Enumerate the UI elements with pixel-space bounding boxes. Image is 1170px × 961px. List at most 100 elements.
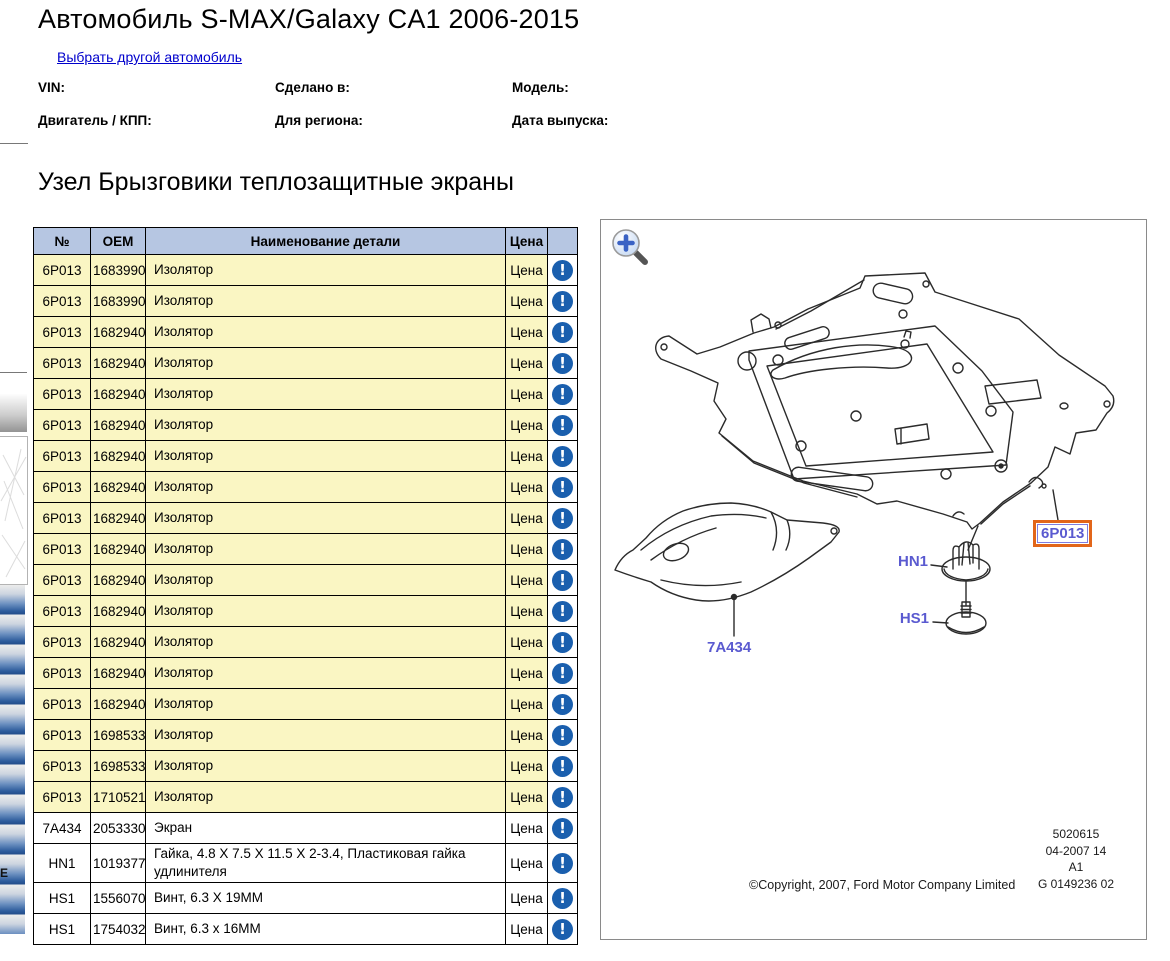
price-info-icon[interactable]: !	[552, 852, 573, 874]
price-info-icon[interactable]: !	[552, 383, 573, 405]
info-cell: !	[547, 719, 578, 751]
copyright-notice: ©Copyright, 2007, Ford Motor Company Lim…	[749, 878, 1016, 892]
part-name-cell: Изолятор	[145, 285, 506, 317]
price-info-icon[interactable]: !	[552, 569, 573, 591]
price-link[interactable]: Цена	[505, 378, 548, 410]
oem-number-cell: 1698533	[90, 719, 146, 751]
price-link[interactable]: Цена	[505, 750, 548, 782]
price-info-icon[interactable]: !	[552, 918, 573, 940]
price-info-icon[interactable]: !	[552, 600, 573, 622]
oem-number-cell: 1682940	[90, 595, 146, 627]
price-info-icon[interactable]: !	[552, 662, 573, 684]
price-link[interactable]: Цена	[505, 781, 548, 813]
price-link[interactable]: Цена	[505, 688, 548, 720]
price-info-icon[interactable]: !	[552, 755, 573, 777]
table-row: HS1 1754032 Винт, 6.3 x 16MM Цена !	[33, 913, 578, 946]
info-cell: !	[547, 595, 578, 627]
table-row: 6P013 1682940 Изолятор Цена !	[33, 471, 578, 503]
price-link[interactable]: Цена	[505, 913, 548, 946]
price-link[interactable]: Цена	[505, 626, 548, 658]
price-info-icon[interactable]: !	[552, 631, 573, 653]
part-name-cell: Экран	[145, 812, 506, 844]
table-row: 6P013 1682940 Изолятор Цена !	[33, 409, 578, 441]
price-link[interactable]: Цена	[505, 595, 548, 627]
col-header-oem: OEM	[90, 227, 146, 255]
price-link[interactable]: Цена	[505, 719, 548, 751]
col-header-name: Наименование детали	[145, 227, 506, 255]
info-cell: !	[547, 882, 578, 915]
table-row: 6P013 1682940 Изолятор Цена !	[33, 502, 578, 534]
engine-gearbox-label: Двигатель / КПП:	[38, 113, 152, 128]
oem-number-cell: 1683990	[90, 285, 146, 317]
table-row: 6P013 1682940 Изолятор Цена !	[33, 595, 578, 627]
price-link[interactable]: Цена	[505, 502, 548, 534]
info-cell: !	[547, 409, 578, 441]
price-link[interactable]: Цена	[505, 285, 548, 317]
part-ref-cell: 6P013	[33, 657, 91, 689]
table-row: HS1 1556070 Винт, 6.3 X 19MM Цена !	[33, 882, 578, 915]
table-row: 6P013 1682940 Изолятор Цена !	[33, 626, 578, 658]
made-in-label: Сделано в:	[275, 80, 350, 95]
price-info-icon[interactable]: !	[552, 290, 573, 312]
price-link[interactable]: Цена	[505, 316, 548, 348]
production-date-label: Дата выпуска:	[512, 113, 609, 128]
part-name-cell: Изолятор	[145, 347, 506, 379]
part-name-cell: Изолятор	[145, 254, 506, 286]
price-link[interactable]: Цена	[505, 812, 548, 844]
info-cell: !	[547, 254, 578, 286]
part-ref-cell: 6P013	[33, 254, 91, 286]
price-info-icon[interactable]: !	[552, 259, 573, 281]
zoom-in-icon[interactable]	[610, 227, 650, 267]
price-link[interactable]: Цена	[505, 440, 548, 472]
info-cell: !	[547, 347, 578, 379]
oem-number-cell: 1682940	[90, 502, 146, 534]
info-cell: !	[547, 626, 578, 658]
price-link[interactable]: Цена	[505, 657, 548, 689]
oem-number-cell: 1682940	[90, 316, 146, 348]
price-link[interactable]: Цена	[505, 533, 548, 565]
oem-number-cell: 1682940	[90, 688, 146, 720]
price-info-icon[interactable]: !	[552, 887, 573, 909]
part-name-cell: Изолятор	[145, 471, 506, 503]
price-link[interactable]: Цена	[505, 409, 548, 441]
part-name-cell: Изолятор	[145, 781, 506, 813]
price-info-icon[interactable]: !	[552, 476, 573, 498]
price-link[interactable]: Цена	[505, 842, 548, 884]
price-info-icon[interactable]: !	[552, 786, 573, 808]
price-link[interactable]: Цена	[505, 347, 548, 379]
part-ref-cell: 6P013	[33, 285, 91, 317]
part-name-cell: Изолятор	[145, 440, 506, 472]
price-link[interactable]: Цена	[505, 564, 548, 596]
oem-number-cell: 1682940	[90, 409, 146, 441]
price-info-icon[interactable]: !	[552, 352, 573, 374]
price-info-icon[interactable]: !	[552, 507, 573, 529]
oem-number-cell: 1698533	[90, 750, 146, 782]
info-cell: !	[547, 440, 578, 472]
oem-number-cell: 1682940	[90, 564, 146, 596]
table-row: 6P013 1698533 Изолятор Цена !	[33, 719, 578, 751]
price-link[interactable]: Цена	[505, 471, 548, 503]
price-info-icon[interactable]: !	[552, 724, 573, 746]
table-row: 6P013 1682940 Изолятор Цена !	[33, 378, 578, 410]
ref-revision: A1	[1068, 860, 1084, 874]
oem-number-cell: 1682940	[90, 626, 146, 658]
price-link[interactable]: Цена	[505, 254, 548, 286]
info-cell: !	[547, 913, 578, 946]
callout-6p013-highlighted[interactable]: 6P013	[1033, 520, 1093, 547]
price-info-icon[interactable]: !	[552, 693, 573, 715]
price-info-icon[interactable]: !	[552, 321, 573, 343]
part-ref-cell: 6P013	[33, 471, 91, 503]
price-info-icon[interactable]: !	[552, 538, 573, 560]
price-info-icon[interactable]: !	[552, 445, 573, 467]
part-name-cell: Винт, 6.3 X 19MM	[145, 882, 506, 915]
left-thumbnail-fragment	[0, 436, 28, 585]
part-ref-cell: 6P013	[33, 781, 91, 813]
part-ref-cell: 6P013	[33, 502, 91, 534]
vin-label: VIN:	[38, 80, 65, 95]
change-car-link[interactable]: Выбрать другой автомобиль	[57, 49, 243, 65]
price-info-icon[interactable]: !	[552, 817, 573, 839]
price-link[interactable]: Цена	[505, 882, 548, 915]
price-info-icon[interactable]: !	[552, 414, 573, 436]
table-row: 6P013 1682940 Изолятор Цена !	[33, 440, 578, 472]
